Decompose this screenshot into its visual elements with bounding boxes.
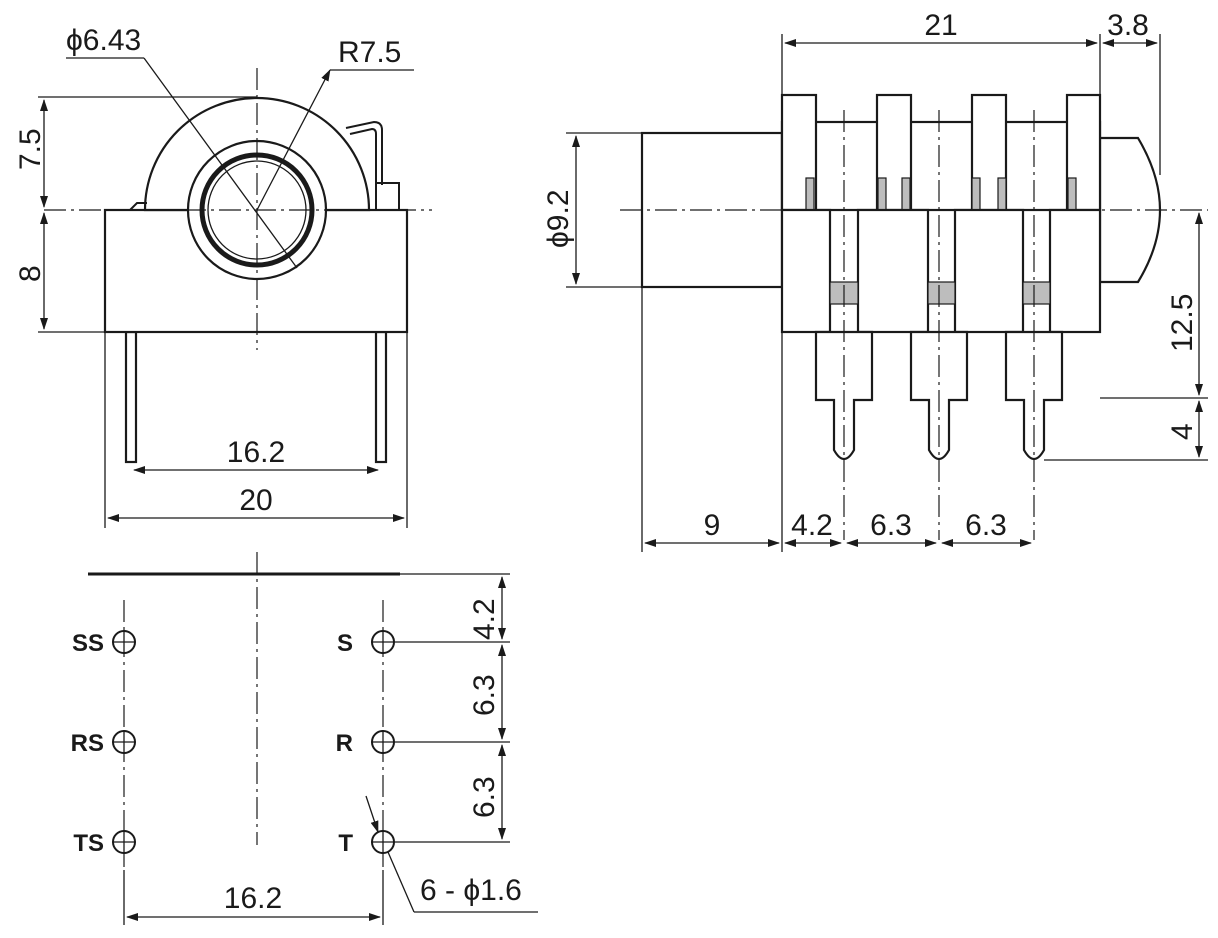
pad-r (371, 730, 395, 754)
dim-first-pin-offset: 4.2 (791, 509, 833, 542)
dim-front-pin-spacing: 16.2 (227, 436, 285, 469)
side-spring-6 (1067, 177, 1077, 211)
pad-t (371, 830, 395, 854)
side-spring-3 (901, 177, 911, 211)
dim-footprint-pitch-1: 6.3 (468, 674, 501, 716)
front-notch-left (129, 202, 147, 211)
dim-top-height: 7.5 (14, 128, 47, 170)
pad-ss (112, 630, 136, 654)
footprint-view: SS RS TS S R T 4.2 6.3 6.3 16.2 6 - ϕ1.6 (71, 552, 538, 925)
dim-sleeve-length: 9 (704, 509, 721, 542)
dim-body-length: 21 (924, 9, 957, 42)
dim-footprint-pitch-2: 6.3 (468, 776, 501, 818)
side-block-3 (953, 208, 1025, 334)
front-view: ϕ6.43 R7.5 7.5 8 16.2 20 (14, 24, 432, 528)
front-tab-right (375, 182, 400, 210)
side-block-2 (856, 208, 930, 334)
dim-pin-pitch-2: 6.3 (965, 509, 1007, 542)
side-window-2 (927, 281, 956, 305)
pin-label-rs: RS (71, 730, 104, 757)
dim-top-offset: 4.2 (468, 598, 501, 640)
dim-pin-length: 4 (1166, 423, 1199, 440)
pad-s (371, 630, 395, 654)
pin-label-ss: SS (72, 630, 104, 657)
front-pin-left (124, 330, 138, 464)
side-spring-5 (997, 177, 1007, 211)
dim-bottom-height: 8 (14, 265, 47, 282)
leader-hole (387, 851, 415, 913)
dim-height: 12.5 (1166, 294, 1199, 352)
dim-body-width: 20 (239, 484, 272, 517)
dim-row-spacing: 16.2 (224, 882, 282, 915)
front-pin-right (374, 330, 388, 464)
dim-radius: R7.5 (338, 36, 401, 69)
side-spring-2 (877, 177, 887, 211)
side-upper-body (780, 120, 1102, 212)
pin-label-r: R (336, 730, 353, 757)
pin-label-s: S (337, 630, 353, 657)
dim-sleeve-diameter: ϕ9.2 (542, 189, 575, 248)
leader-hole-dia (143, 57, 298, 269)
dim-pin-pitch-1: 6.3 (870, 509, 912, 542)
pin-label-ts: TS (73, 830, 104, 857)
leader-radius (256, 69, 331, 211)
side-view: 21 3.8 ϕ9.2 12.5 4 9 4.2 6.3 6.3 (542, 9, 1208, 552)
front-lever (345, 120, 383, 185)
side-block-1 (780, 208, 832, 334)
dim-hole-diameter: ϕ6.43 (66, 24, 141, 57)
side-window-3 (1022, 281, 1051, 305)
dim-hole-spec: 6 - ϕ1.6 (420, 874, 522, 907)
pin-label-t: T (338, 830, 353, 857)
dim-nose-length: 3.8 (1107, 9, 1149, 42)
front-lever-inner (349, 127, 377, 185)
pad-ts (112, 830, 136, 854)
side-spring-4 (971, 177, 981, 211)
leader-hole-arrow-top (365, 795, 379, 833)
side-block-4 (1048, 208, 1102, 334)
side-spring-1 (805, 177, 815, 211)
pad-rs (112, 730, 136, 754)
